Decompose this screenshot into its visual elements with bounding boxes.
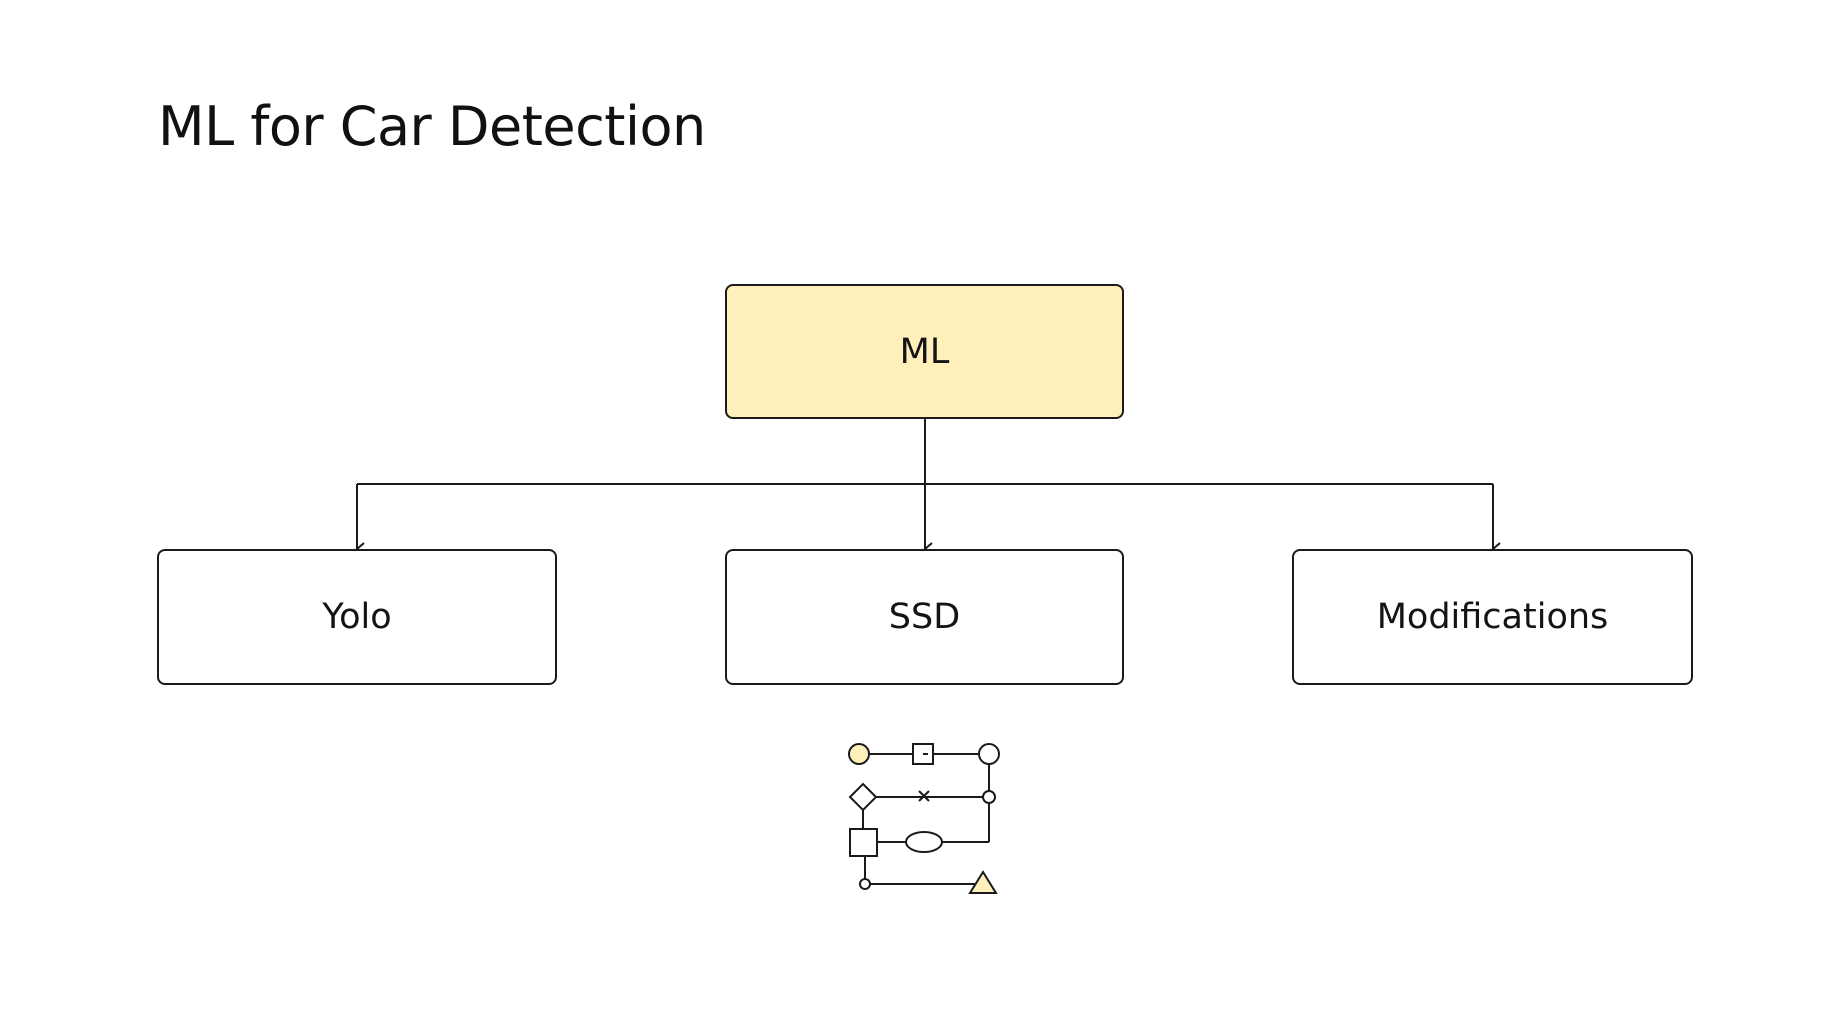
page-title: ML for Car Detection: [158, 95, 706, 158]
decision-diamond-shape: [848, 782, 878, 812]
end-circle-shape: [978, 743, 1000, 765]
node-ssd-label: SSD: [888, 597, 961, 637]
node-modifications-label: Modifications: [1376, 597, 1609, 637]
triangle-shape: [968, 870, 998, 894]
cross-mark-shape: [918, 790, 930, 802]
start-circle-shape: [848, 743, 870, 765]
junction-circle-shape: [982, 790, 996, 804]
block-square-shape: [849, 828, 878, 857]
node-ml-label: ML: [899, 331, 950, 372]
node-yolo-label: Yolo: [322, 597, 392, 637]
node-ml: ML: [725, 284, 1124, 419]
terminal-ellipse-shape: [905, 831, 943, 853]
connector-dot-shape: [859, 878, 871, 890]
node-ssd: SSD: [725, 549, 1124, 685]
node-yolo: Yolo: [157, 549, 557, 685]
node-modifications: Modifications: [1292, 549, 1693, 685]
